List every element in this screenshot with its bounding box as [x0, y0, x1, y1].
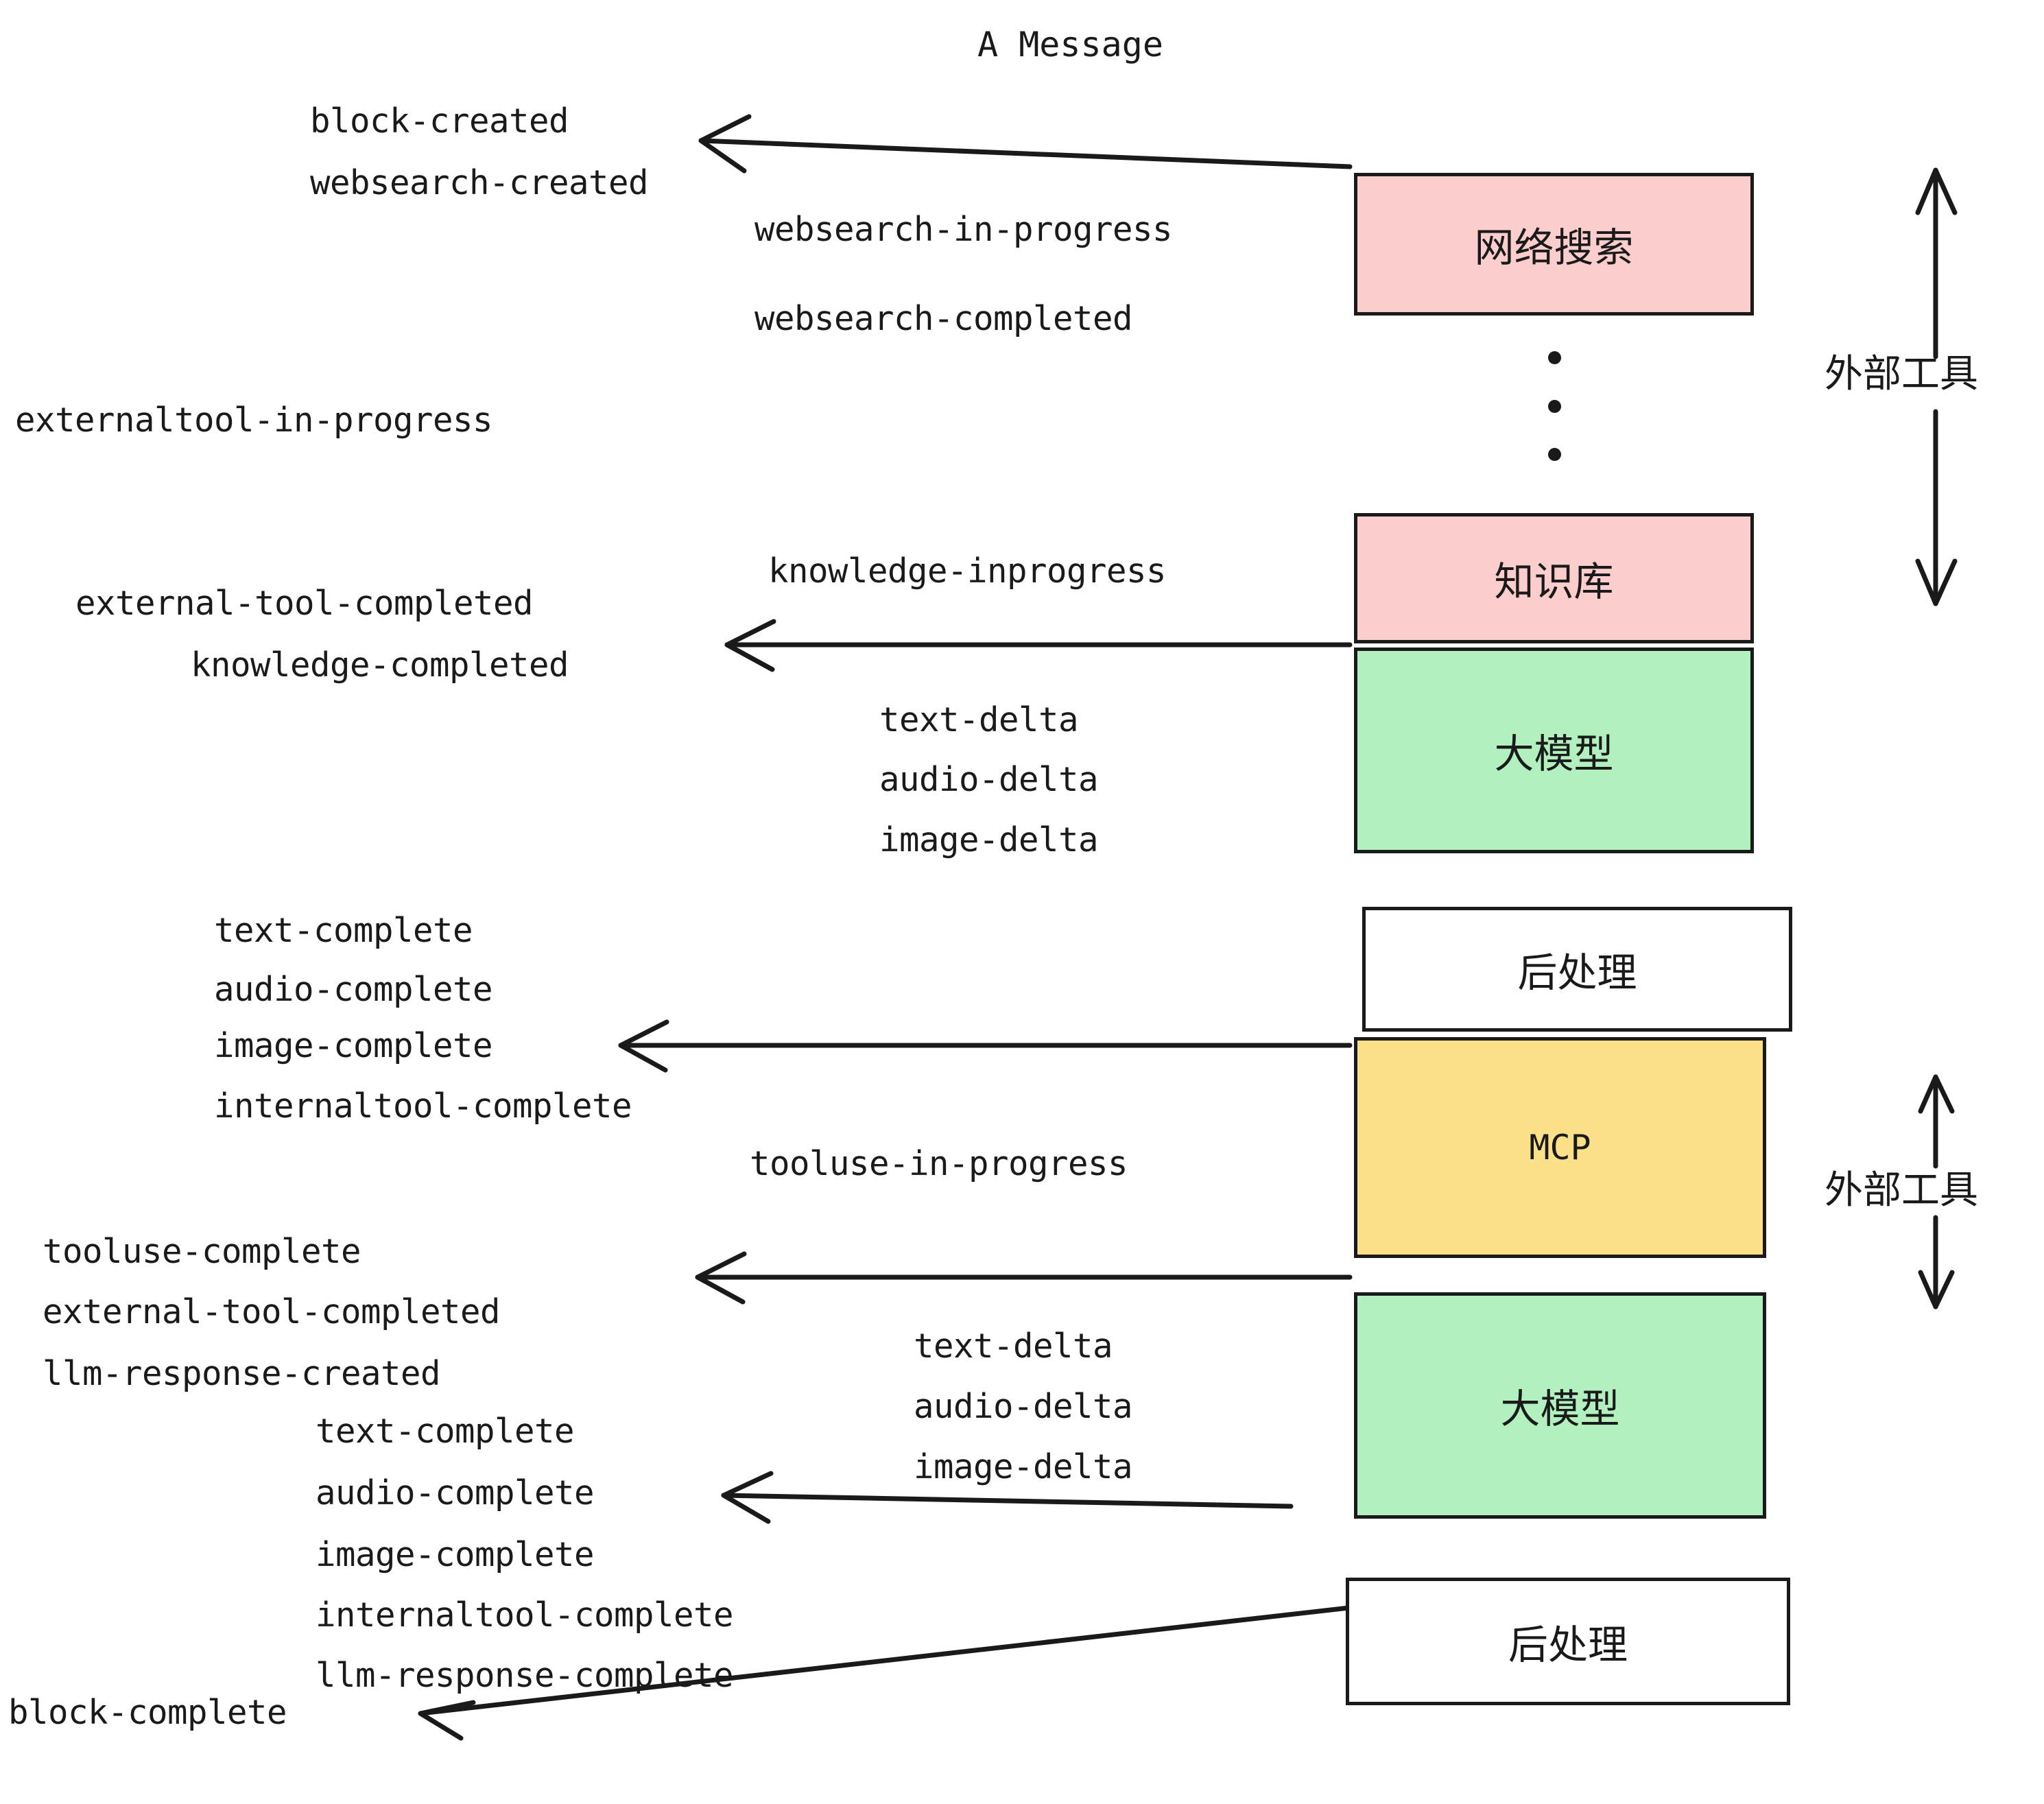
event-label-internaltool-complete-1: internaltool-complete [214, 1087, 632, 1126]
event-label-external-tool-completed-1: external-tool-completed [75, 584, 534, 623]
event-label-audio-delta-1: audio-delta [879, 760, 1099, 799]
event-label-llm-response-complete: llm-response-complete [316, 1656, 734, 1695]
event-label-tooluse-complete: tooluse-complete [43, 1232, 361, 1271]
ellipsis-dots [1547, 351, 1561, 461]
event-label-knowledge-inprogress: knowledge-inprogress [768, 551, 1167, 591]
event-label-block-created: block-created [310, 102, 569, 141]
box-websearch-label: 网络搜索 [1474, 224, 1634, 271]
box-knowledge[interactable]: 知识库 [1354, 513, 1754, 643]
event-label-audio-complete-2: audio-complete [316, 1473, 595, 1512]
side-label-external-tool-bottom: 外部工具 [1825, 1168, 1978, 1213]
box-mcp[interactable]: MCP [1354, 1037, 1766, 1258]
box-knowledge-label: 知识库 [1494, 558, 1614, 605]
event-label-llm-response-created: llm-response-created [43, 1354, 441, 1393]
event-label-websearch-in-progress: websearch-in-progress [754, 210, 1173, 249]
box-llm-upper-label: 大模型 [1494, 731, 1614, 777]
event-label-block-complete: block-complete [8, 1693, 287, 1732]
event-label-externaltool-in-progress: externaltool-in-progress [15, 401, 493, 440]
side-label-external-tool-top: 外部工具 [1825, 352, 1978, 396]
event-label-knowledge-completed: knowledge-completed [191, 645, 569, 685]
event-label-text-delta-2: text-delta [914, 1327, 1113, 1366]
dot-1 [1547, 351, 1561, 364]
diagram-title: A Message [977, 25, 1163, 64]
event-label-text-complete-1: text-complete [214, 911, 473, 950]
arrow-llm-lower-to-left [721, 1493, 1294, 1509]
box-websearch[interactable]: 网络搜索 [1354, 173, 1754, 316]
arrow-websearch-to-left [698, 138, 1353, 169]
box-llm-lower[interactable]: 大模型 [1354, 1292, 1766, 1519]
box-mcp-label: MCP [1529, 1128, 1591, 1167]
event-label-external-tool-completed-2: external-tool-completed [43, 1292, 501, 1331]
event-label-image-complete-2: image-complete [316, 1535, 595, 1574]
event-label-audio-complete-1: audio-complete [214, 970, 493, 1009]
box-postprocess-upper-label: 后处理 [1517, 949, 1637, 996]
event-label-text-delta-1: text-delta [879, 700, 1079, 739]
event-label-image-delta-1: image-delta [879, 820, 1099, 859]
event-label-text-complete-2: text-complete [316, 1412, 575, 1451]
box-postprocess-upper[interactable]: 后处理 [1362, 907, 1792, 1032]
box-llm-lower-label: 大模型 [1500, 1386, 1620, 1432]
event-label-websearch-completed: websearch-completed [754, 299, 1133, 338]
event-label-image-delta-2: image-delta [914, 1447, 1133, 1486]
event-label-image-complete-1: image-complete [214, 1026, 493, 1065]
event-label-tooluse-in-progress: tooluse-in-progress [750, 1144, 1128, 1183]
dot-3 [1547, 448, 1561, 461]
arrow-postprocess-lower-to-left [418, 1604, 1357, 1716]
box-postprocess-lower-label: 后处理 [1508, 1622, 1628, 1668]
box-postprocess-lower[interactable]: 后处理 [1346, 1578, 1790, 1705]
event-label-websearch-created: websearch-created [310, 163, 649, 202]
event-label-audio-delta-2: audio-delta [914, 1387, 1133, 1426]
dot-2 [1547, 399, 1561, 413]
box-llm-upper[interactable]: 大模型 [1354, 648, 1754, 853]
event-label-internaltool-complete-2: internaltool-complete [316, 1595, 734, 1635]
